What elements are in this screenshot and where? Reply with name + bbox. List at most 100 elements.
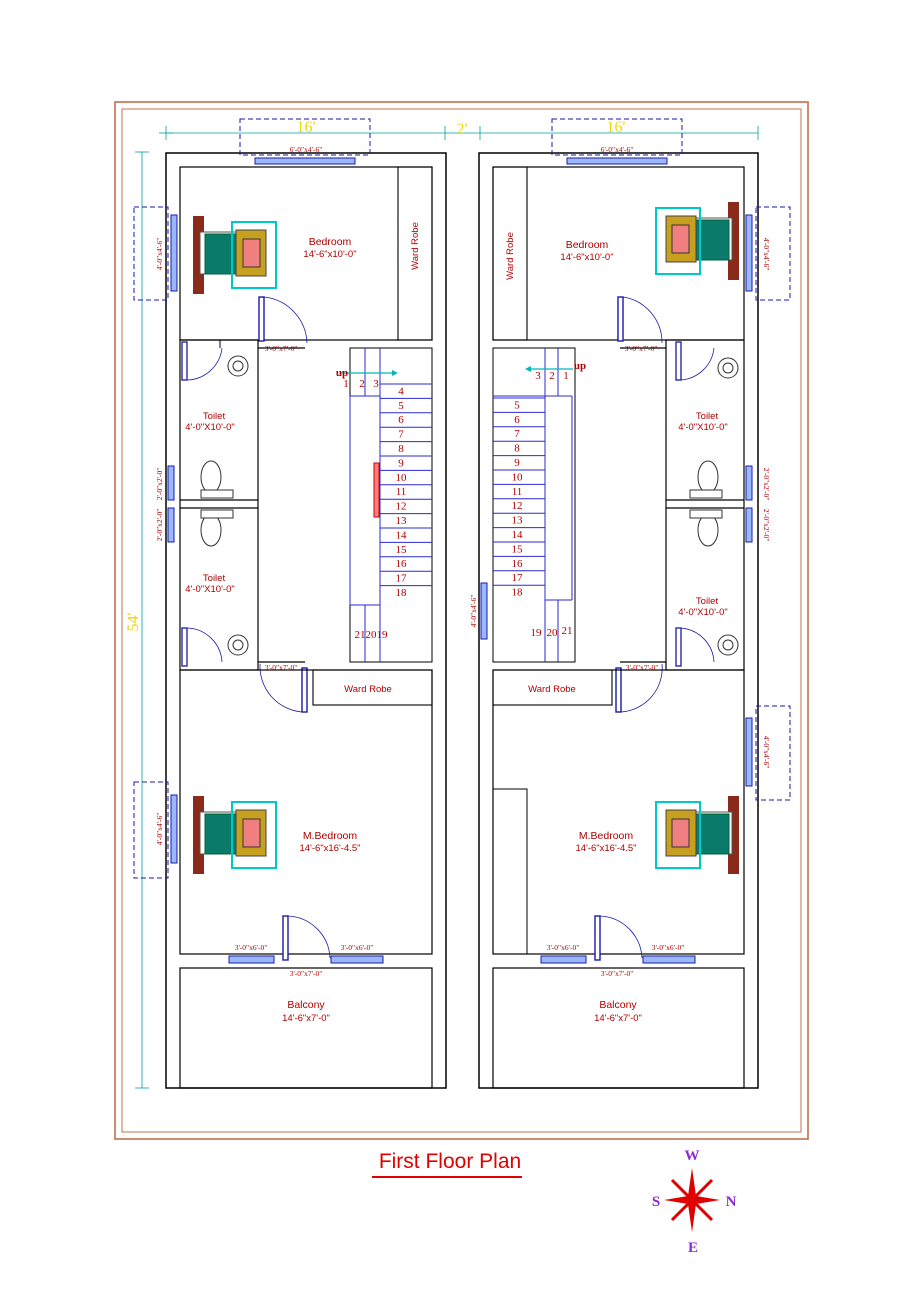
dim-stair-window: 4'-0"x4'-6" [469, 595, 478, 628]
stair-bottom-steps: 212019 [355, 629, 389, 641]
dim-balcony-door: 3'-0"x7'-0" [601, 969, 634, 978]
toilet2-size: 4'-0"X10'-0" [185, 584, 234, 595]
toilet2-size: 4'-0"X10'-0" [678, 607, 727, 618]
stair-step: 7 [398, 429, 404, 441]
ward-robe-top-label: Ward Robe [410, 222, 421, 270]
bed-icon [655, 796, 739, 874]
toilet1-size: 4'-0"X10'-0" [678, 422, 727, 433]
stair-step: 9 [398, 457, 404, 469]
washbasin-icon [227, 355, 249, 377]
stair-step: 12 [512, 500, 523, 512]
stair-step: 2 [549, 370, 555, 382]
stair-step: 10 [396, 472, 408, 484]
dim-top-window: 6'-0"x4'-6" [290, 145, 323, 154]
stair-up-label: up [336, 367, 348, 379]
stair-step: 16 [512, 558, 524, 570]
stair-step: 5 [514, 399, 520, 411]
side-dimension-line: 54' [125, 151, 149, 1089]
stair-step: 17 [512, 572, 524, 584]
mbedroom-name: M.Bedroom [579, 830, 634, 842]
stair-step: 2 [359, 378, 365, 390]
stair-step: 21 [562, 625, 573, 637]
stair-step: 14 [396, 529, 408, 541]
balcony-door-icon [282, 915, 331, 961]
stair-step: 11 [396, 486, 407, 498]
dim-side-window-2: 4'-0"x4'-6" [155, 813, 164, 846]
dim-side-window-1: 4'-0"x4'-6" [762, 238, 771, 271]
wc-icon [200, 460, 234, 499]
stair-step: 16 [396, 558, 408, 570]
stair-step: 14 [512, 529, 524, 541]
ward-robe-mid-label: Ward Robe [344, 684, 392, 695]
stair-step: 8 [398, 443, 404, 455]
mbedroom-door-icon [615, 663, 663, 713]
ward-robe-mid-label: Ward Robe [528, 684, 576, 695]
plan-title: First Floor Plan [378, 1150, 522, 1173]
toilet1-name: Toilet [696, 411, 719, 422]
toilet1-door-icon [675, 341, 715, 381]
bed-icon [193, 216, 277, 294]
dim-mbedroom-door: 3'-0"x7'-0" [265, 663, 298, 672]
stair-step: 11 [512, 486, 523, 498]
dim-balcony-window-1: 3'-0"x6'-0" [235, 943, 268, 952]
dim-balcony-window-2: 3'-0"x6'-0" [341, 943, 374, 952]
washbasin-icon [717, 634, 739, 656]
compass-bottom-label: E [688, 1240, 698, 1256]
stair-step: 20 [547, 627, 559, 639]
balcony-name: Balcony [287, 999, 325, 1011]
bedroom-name: Bedroom [309, 236, 352, 248]
toilet2-door-icon [181, 627, 223, 667]
compass-top-label: W [685, 1148, 700, 1164]
stair-step: 7 [514, 428, 520, 440]
sheet-border [114, 101, 809, 1140]
compass-left-label: S [652, 1194, 660, 1210]
stair-step: 15 [512, 543, 524, 555]
dim-vent-1: 2'-0"x2'-0" [762, 468, 771, 501]
right-unit: 6'-0"x4'-6" 4'-0"x4'-6" Ward Robe Bedroo… [469, 118, 791, 1089]
balcony-size: 14'-6"x7'-0" [282, 1013, 330, 1024]
toilet1-door-icon [181, 341, 223, 381]
stair-step: 13 [396, 515, 408, 527]
stair-up-label: up [574, 360, 586, 372]
bedroom-door-icon [617, 296, 663, 344]
top-dimension-line: 16' 2' 16' [159, 119, 759, 140]
dim-side-length: 54' [125, 612, 142, 631]
wc-icon [689, 460, 723, 499]
stair-step: 12 [396, 501, 407, 513]
balcony-name: Balcony [599, 999, 637, 1011]
stair-step: 8 [514, 443, 520, 455]
toilet1-size: 4'-0"X10'-0" [185, 422, 234, 433]
dim-balcony-window-1: 3'-0"x6'-0" [547, 943, 580, 952]
toilet2-door-icon [675, 627, 715, 667]
compass-rose-icon: W S N E [652, 1148, 737, 1256]
stair-step: 15 [396, 544, 408, 556]
dim-left-width: 16' [297, 119, 316, 136]
mbedroom-name: M.Bedroom [303, 830, 358, 842]
title-underline [372, 1176, 522, 1178]
toilet1-name: Toilet [203, 411, 226, 422]
dim-balcony-door: 3'-0"x7'-0" [290, 969, 323, 978]
stair-step: 9 [514, 457, 520, 469]
bedroom-name: Bedroom [566, 239, 609, 251]
bed-icon [193, 796, 277, 874]
bedroom-size: 14'-6"x10'-0" [560, 252, 613, 263]
stair-step: 3 [535, 370, 541, 382]
washbasin-icon [227, 634, 249, 656]
compass-right-label: N [726, 1194, 737, 1210]
stair-step: 3 [373, 378, 379, 390]
stair-step: 4 [398, 385, 404, 397]
stair-step: 1 [343, 378, 349, 390]
dim-top-window: 6'-0"x4'-6" [601, 145, 634, 154]
dim-vent-2: 2'-0"x2'-0" [155, 509, 164, 542]
bedroom-size: 14'-6"x10'-0" [303, 249, 356, 260]
stair-step: 1 [563, 370, 569, 382]
toilet2-name: Toilet [696, 596, 719, 607]
toilet2-name: Toilet [203, 573, 226, 584]
stair-step: 18 [512, 587, 524, 599]
wc-icon [200, 509, 234, 547]
dim-side-window-2: 4'-0"x4'-6" [762, 736, 771, 769]
mbedroom-size: 14'-6"x16'-4.5" [575, 843, 636, 854]
